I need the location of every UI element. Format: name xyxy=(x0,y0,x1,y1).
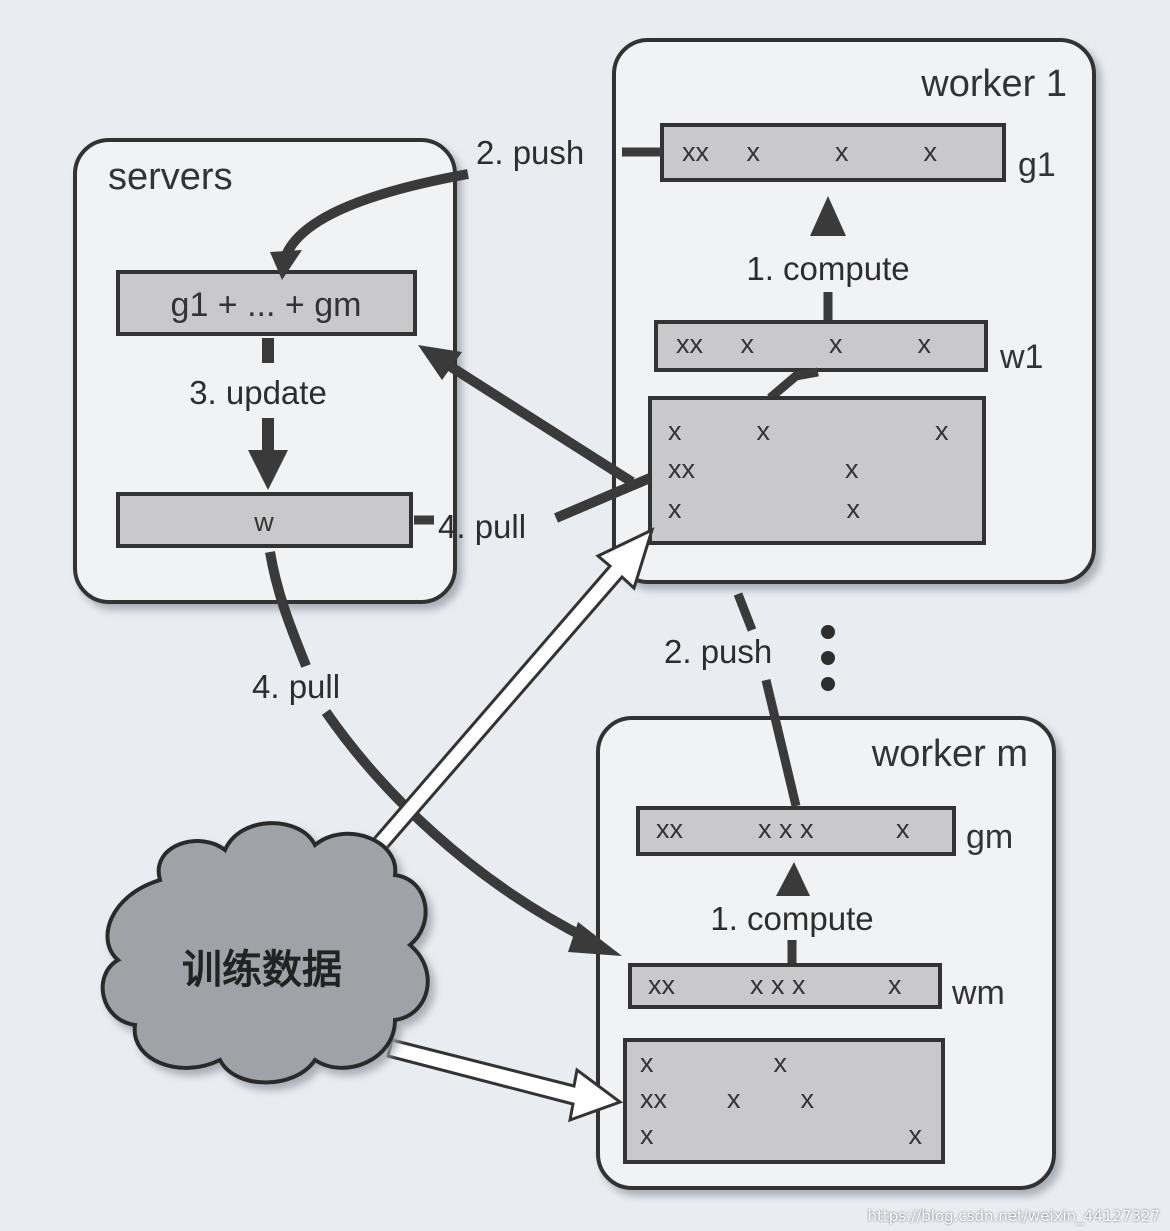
gradient-sum-label: g1 + ... + gm xyxy=(171,286,362,324)
worker-1-compute-label: 1. compute xyxy=(746,250,909,287)
ellipsis-dot xyxy=(821,651,835,665)
worker-1-box: worker 1 xx x x x g1 1. compute xx x x x… xyxy=(612,38,1096,584)
pull-bottom-line-upper xyxy=(265,551,311,668)
pull-arrowhead-to-server-sum xyxy=(418,345,462,380)
worker-1-compute-arrowhead xyxy=(810,196,846,236)
worker-1-weights-label: w1 xyxy=(999,338,1043,376)
worker-1-gradient-values: xx x x x xyxy=(682,137,938,167)
worker-1-weights-values: xx x x x xyxy=(676,329,932,359)
update-arrowhead xyxy=(248,450,288,490)
worker-m-gradient-bar xyxy=(636,806,956,856)
pull-label-bottom: 4. pull xyxy=(252,668,340,705)
worker-m-weights-values: xx x x x x xyxy=(648,970,902,1000)
worker-m-box: worker m xx x x x x gm 1. compute xx x x… xyxy=(596,716,1056,1190)
weights-label: w xyxy=(253,507,274,537)
worker-m-weights-bar xyxy=(628,963,942,1009)
worker-m-data-line-2: xx x x xyxy=(640,1084,815,1114)
pull-bottom-arrowhead xyxy=(568,922,622,956)
pull-bottom-line-lower xyxy=(321,709,593,945)
worker-1-gradient-bar xyxy=(660,123,1006,182)
servers-title: servers xyxy=(108,156,233,198)
worker-m-title: worker m xyxy=(871,733,1028,775)
gradient-sum-bar xyxy=(116,270,417,336)
training-data-cloud: 训练数据 xyxy=(100,821,430,1085)
worker-m-compute-label: 1. compute xyxy=(710,900,873,937)
worker-1-data-to-weights-connector xyxy=(767,367,819,402)
worker-m-weights-label: wm xyxy=(951,974,1005,1012)
pull-label-top: 4. pull xyxy=(438,508,526,545)
push-mid-line-upper xyxy=(733,592,757,632)
push-mid-line-lower xyxy=(761,678,801,808)
worker-m-data-line-3: x x xyxy=(640,1120,923,1150)
worker-m-data-line-1: x x xyxy=(640,1048,788,1078)
worker-1-data-line-2: xx x xyxy=(668,454,859,484)
worker-1-data-block xyxy=(648,396,986,545)
push-arrow-to-servers xyxy=(280,169,469,260)
update-label: 3. update xyxy=(189,374,327,411)
worker-1-weights-bar xyxy=(654,320,988,372)
ellipsis-dot xyxy=(821,625,835,639)
data-arrow-to-worker-m xyxy=(386,1038,624,1123)
push-label-mid: 2. push xyxy=(664,633,772,670)
data-arrow-to-worker-1 xyxy=(351,527,655,875)
weights-bar xyxy=(116,492,413,548)
push-arrowhead-to-servers xyxy=(270,250,302,280)
pull-line-to-server-sum xyxy=(445,360,635,487)
worker-m-compute-arrowhead xyxy=(776,862,810,896)
worker-m-gradient-values: xx x x x x xyxy=(656,814,910,844)
push-label-top: 2. push xyxy=(476,134,584,171)
worker-1-data-line-1: x x x xyxy=(668,416,949,446)
pull-line-to-worker-1 xyxy=(554,473,652,523)
ellipsis-dot xyxy=(821,677,835,691)
worker-1-title: worker 1 xyxy=(920,63,1067,105)
worker-m-gradient-label: gm xyxy=(966,818,1013,856)
servers-box: servers g1 + ... + gm 3. update w xyxy=(73,138,457,604)
worker-1-data-line-3: x x xyxy=(668,494,861,524)
worker-m-data-block xyxy=(623,1038,945,1164)
watermark-url: https://blog.csdn.net/weixin_44127327 xyxy=(867,1207,1160,1225)
training-data-label: 训练数据 xyxy=(182,947,342,993)
worker-1-gradient-label: g1 xyxy=(1018,146,1056,184)
